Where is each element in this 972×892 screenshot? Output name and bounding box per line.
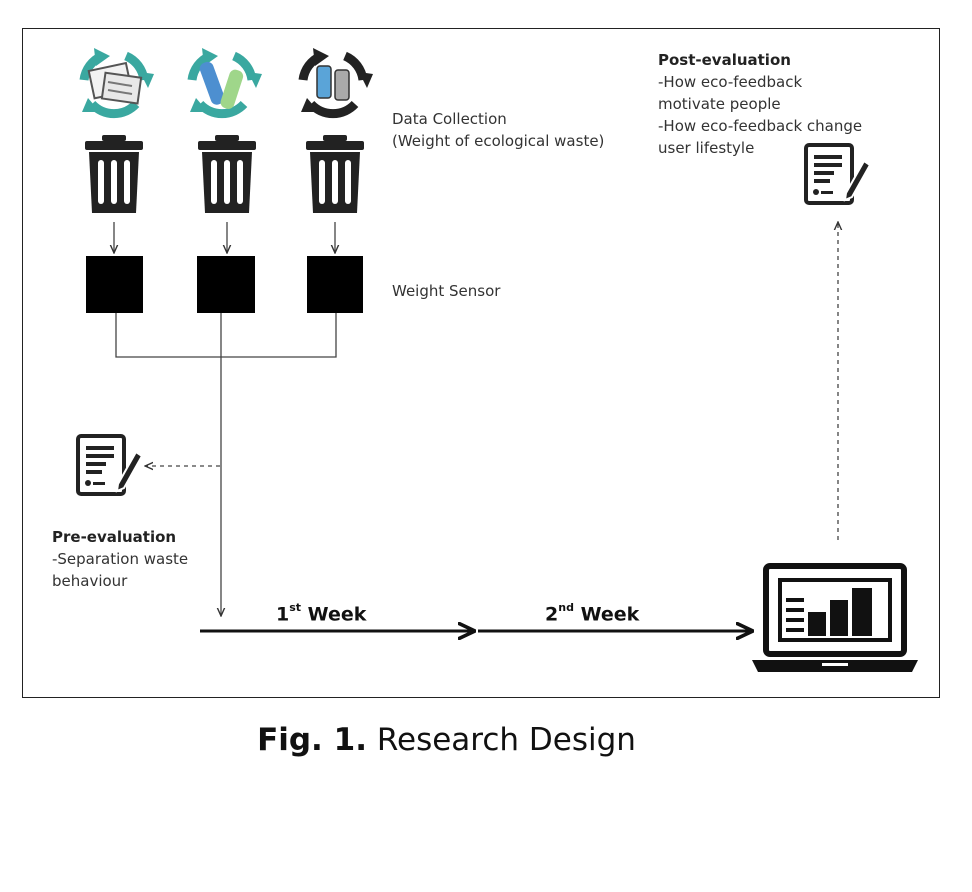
figure-caption: Fig. 1. Research Design — [0, 722, 893, 758]
recycle-plastic-bottles-icon — [190, 48, 262, 114]
post-evaluation-line: -How eco-feedback — [658, 73, 803, 91]
laptop-chart-icon — [752, 563, 918, 672]
trash-bin-icon — [85, 135, 143, 213]
week1-label: 1st Week — [276, 601, 367, 626]
recycle-cans-icon — [298, 48, 373, 119]
trash-bin-icon — [198, 135, 256, 213]
post-evaluation-line: -How eco-feedback change — [658, 117, 863, 135]
figure-title: Research Design — [376, 722, 636, 758]
figure-number: Fig. 1. — [257, 722, 367, 758]
recycle-paper-icon — [82, 48, 154, 114]
post-evaluation-line: user lifestyle — [658, 139, 755, 157]
pre-evaluation-line: -Separation waste — [52, 550, 189, 568]
pre-evaluation-line: behaviour — [52, 572, 128, 590]
weight-sensor-box — [307, 256, 363, 313]
diagram-frame — [22, 28, 940, 698]
post-evaluation-title: Post-evaluation — [658, 51, 791, 69]
data-collection-label: Data Collection (Weight of ecological wa… — [392, 108, 604, 152]
data-collection-detail: (Weight of ecological waste) — [392, 132, 605, 150]
trash-bin-icon — [306, 135, 364, 213]
post-evaluation-label: Post-evaluation -How eco-feedback motiva… — [658, 49, 862, 159]
sensor-connector — [115, 313, 337, 358]
survey-form-icon — [76, 434, 144, 496]
data-collection-title: Data Collection — [392, 110, 507, 128]
week2-label: 2nd Week — [545, 601, 640, 626]
weight-sensor-box — [197, 256, 255, 313]
pre-evaluation-title: Pre-evaluation — [52, 528, 177, 546]
weight-sensor-box — [86, 256, 143, 313]
weight-sensor-label: Weight Sensor — [392, 282, 501, 300]
pre-evaluation-label: Pre-evaluation -Separation waste behavio… — [52, 526, 188, 592]
post-evaluation-line: motivate people — [658, 95, 781, 113]
